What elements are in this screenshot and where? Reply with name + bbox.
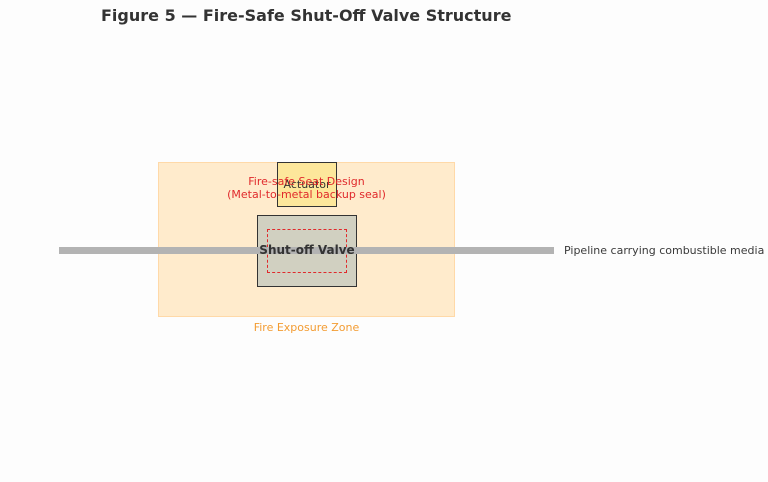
pipeline [59, 247, 554, 254]
actuator-label: Actuator [283, 178, 331, 191]
fire-zone-label: Fire Exposure Zone [253, 321, 360, 334]
figure-title: Figure 5 — Fire-Safe Shut-Off Valve Stru… [101, 6, 512, 25]
actuator-box [277, 162, 337, 207]
seat-label-line1: Fire-safe Seat Design [248, 175, 365, 188]
fire-safe-seat-label: Fire-safe Seat Design (Metal-to-metal ba… [206, 175, 407, 201]
pipeline-label: Pipeline carrying combustible media [564, 244, 765, 257]
shut-off-valve-label: Shut-off Valve [259, 243, 355, 257]
seat-label-line2: (Metal-to-metal backup seal) [227, 188, 386, 201]
